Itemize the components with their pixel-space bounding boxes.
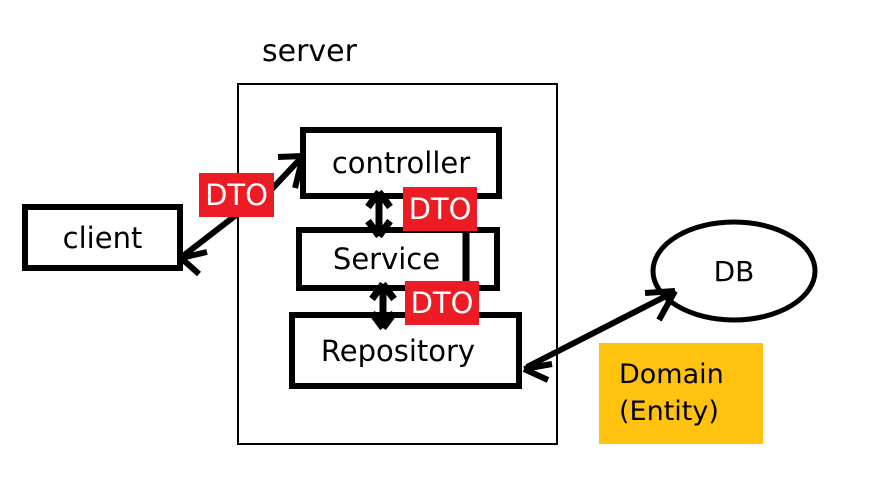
- dto-badge-service-repository: DTO: [405, 281, 479, 325]
- domain-entity-box[interactable]: Domain (Entity): [599, 343, 763, 444]
- dto-badge-controller-service: DTO: [403, 187, 477, 231]
- server-container-box: [237, 83, 558, 445]
- arrow-controller-to-client: [179, 209, 242, 277]
- client-box[interactable]: [22, 204, 183, 271]
- dto-badge-client-controller: DTO: [199, 173, 274, 217]
- domain-entity-line-2: (Entity): [619, 395, 719, 427]
- repository-box[interactable]: [289, 312, 522, 389]
- arrow-service-repository: [369, 281, 397, 331]
- domain-entity-line-1: Domain: [619, 359, 724, 391]
- arrow-repository-db: [522, 288, 678, 383]
- db-ellipse[interactable]: [650, 219, 818, 323]
- arrow-controller-service: [365, 189, 393, 239]
